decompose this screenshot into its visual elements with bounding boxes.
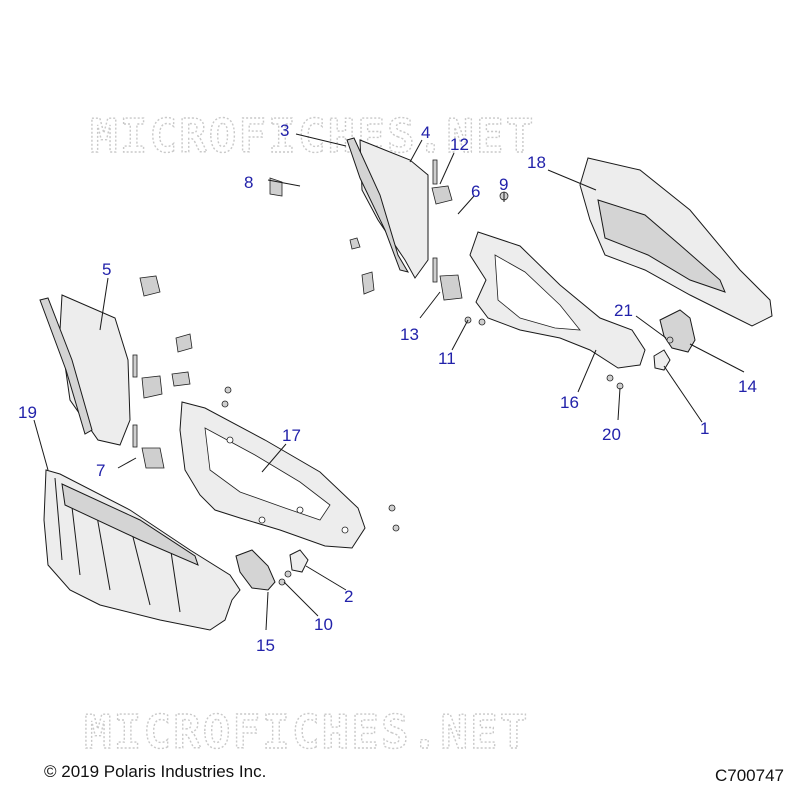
watermark-top: MICROFICHES.NET	[90, 109, 535, 163]
part-19-front-fascia	[43, 469, 241, 631]
callout-12: 12	[450, 135, 469, 154]
callout-1: 1	[700, 419, 709, 438]
part-2-striker-left	[289, 549, 309, 573]
callout-14: 14	[738, 377, 757, 396]
callout-labels: 3 4 12 8 6 9 18 5 19 7 17 13 11 21 14 16…	[18, 121, 757, 655]
part-15-latch-left	[235, 549, 276, 591]
part-18-right-panel	[579, 157, 773, 327]
part-4-upper-panel	[346, 137, 429, 279]
callout-10: 10	[314, 615, 333, 634]
part-5-left-panel	[39, 294, 131, 446]
part-1-striker-right	[653, 349, 671, 371]
callout-16: 16	[560, 393, 579, 412]
callout-3: 3	[280, 121, 289, 140]
diagram-code: C700747	[714, 766, 784, 785]
callout-5: 5	[102, 260, 111, 279]
callout-15: 15	[256, 636, 275, 655]
leader-lines	[33, 133, 745, 631]
copyright-notice: © 2019 Polaris Industries Inc.	[44, 762, 267, 781]
callout-6: 6	[471, 182, 480, 201]
callout-17: 17	[282, 426, 301, 445]
callout-8: 8	[244, 173, 253, 192]
watermark-bottom: MICROFICHES.NET	[84, 705, 529, 759]
part-14-latch-right	[659, 309, 696, 353]
callout-13: 13	[400, 325, 419, 344]
callout-19: 19	[18, 403, 37, 422]
callout-9: 9	[499, 175, 508, 194]
hardware-fasteners	[132, 159, 674, 586]
callout-18: 18	[527, 153, 546, 172]
callout-20: 20	[602, 425, 621, 444]
callout-7: 7	[96, 461, 105, 480]
callout-2: 2	[344, 587, 353, 606]
callout-21: 21	[614, 301, 633, 320]
part-17-front-frame	[179, 401, 366, 549]
callout-4: 4	[421, 123, 430, 142]
callout-11: 11	[438, 349, 456, 368]
part-16-right-frame	[469, 231, 646, 369]
